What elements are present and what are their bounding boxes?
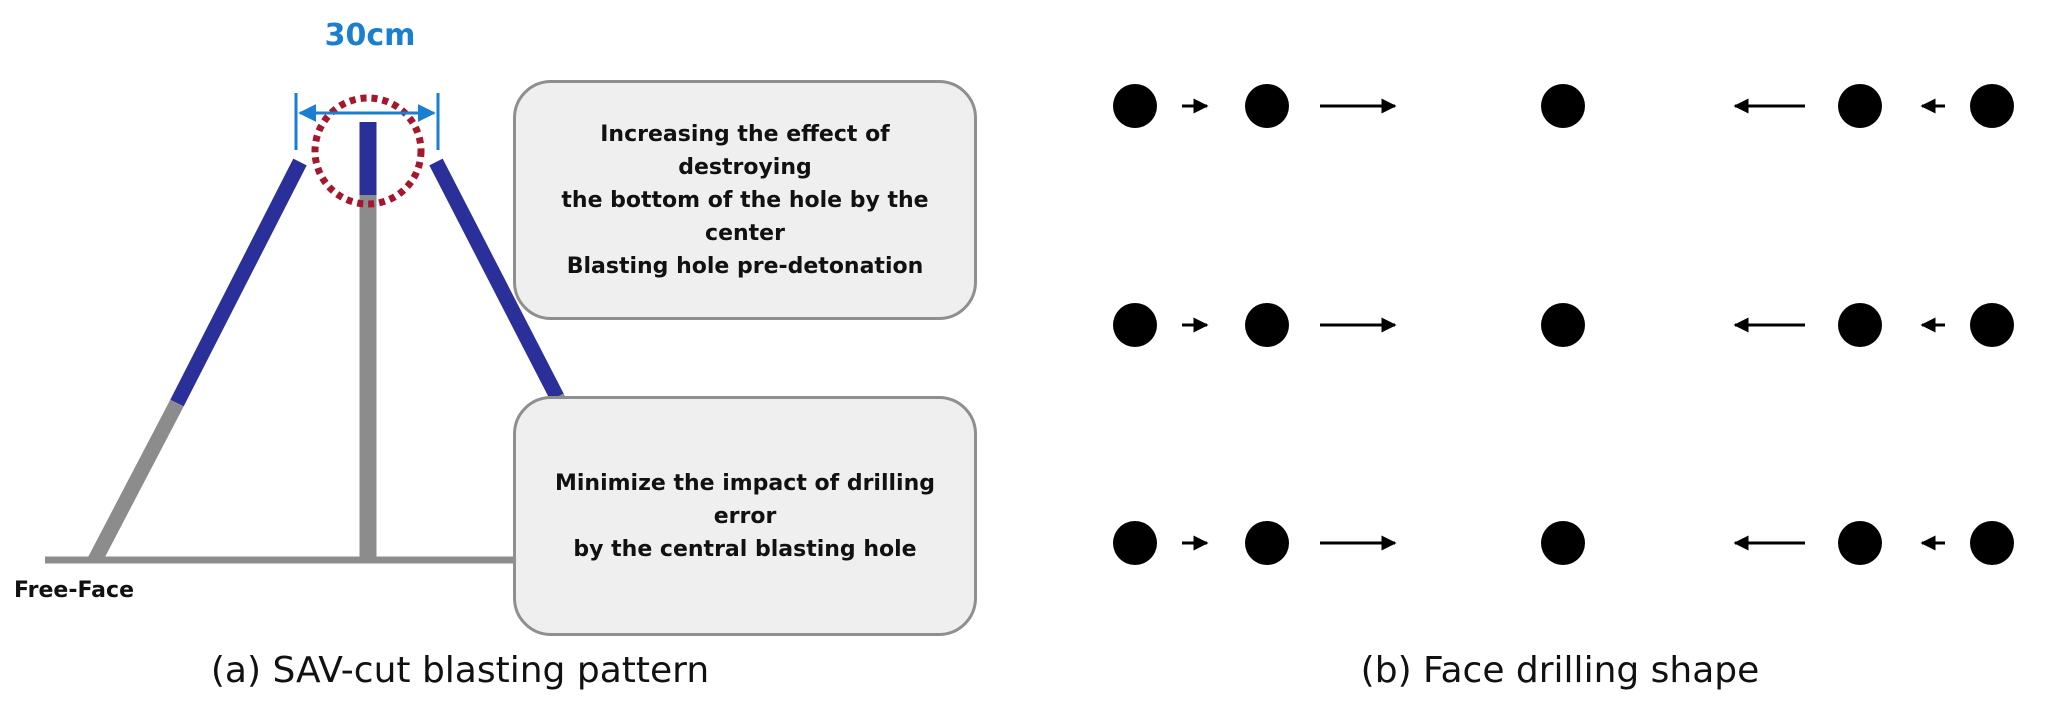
left-hole-charge bbox=[170, 158, 307, 407]
drill-hole bbox=[1970, 84, 2014, 128]
drill-hole bbox=[1113, 84, 1157, 128]
drill-hole bbox=[1838, 521, 1882, 565]
caption-panel-a: (a) SAV-cut blasting pattern bbox=[210, 650, 710, 691]
drill-hole bbox=[1541, 303, 1585, 347]
callout-drilling-error: Minimize the impact of drilling error by… bbox=[513, 396, 977, 636]
drill-hole bbox=[1838, 84, 1882, 128]
panel-b-diagram bbox=[1113, 84, 2014, 565]
center-bottom-circle bbox=[311, 94, 425, 208]
drill-hole bbox=[1541, 84, 1585, 128]
dimension-label: 30cm bbox=[324, 18, 416, 53]
drill-hole bbox=[1113, 303, 1157, 347]
drill-hole bbox=[1245, 521, 1289, 565]
left-hole-stemming bbox=[88, 399, 184, 564]
free-face-label: Free-Face bbox=[14, 578, 134, 603]
right-hole-charge bbox=[429, 158, 564, 401]
drill-hole bbox=[1245, 303, 1289, 347]
drill-hole bbox=[1970, 303, 2014, 347]
drill-hole bbox=[1541, 521, 1585, 565]
drill-hole bbox=[1838, 303, 1882, 347]
drill-hole bbox=[1970, 521, 2014, 565]
drill-hole bbox=[1113, 521, 1157, 565]
callout-bottom-destruction: Increasing the effect of destroying the … bbox=[513, 80, 977, 320]
drill-hole bbox=[1245, 84, 1289, 128]
caption-panel-b: (b) Face drilling shape bbox=[1360, 650, 1760, 691]
